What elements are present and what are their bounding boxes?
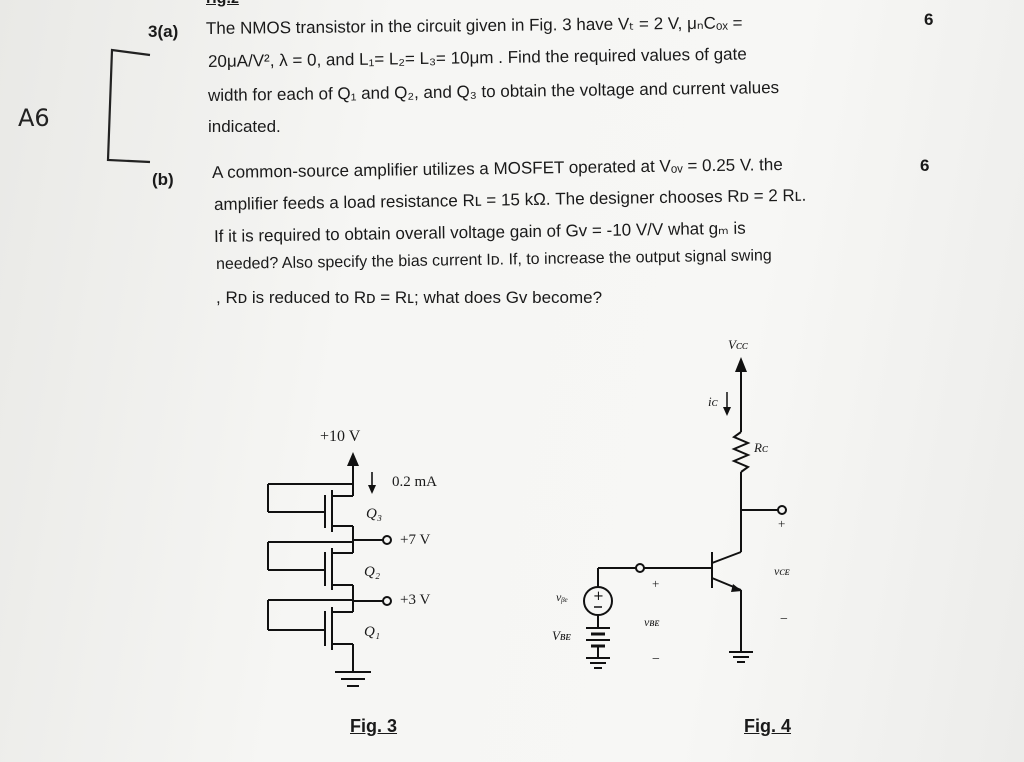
question-3a-label: 3(a)	[148, 22, 179, 41]
q3b-line-5: , Rᴅ is reduced to Rᴅ = Rʟ; what does Gv…	[216, 288, 603, 307]
header-fragment: rig.z	[206, 0, 239, 8]
fig4-out-plus: +	[778, 516, 786, 531]
fig4-circuit	[583, 357, 787, 669]
fig4-ic-label: iᴄ	[708, 394, 718, 409]
fig3-caption: Fig. 3	[350, 716, 398, 736]
question-3b-label: (b)	[152, 170, 174, 189]
fig4-vce-label: vᴄᴇ	[774, 564, 790, 578]
handwritten-bracket	[106, 48, 151, 164]
fig3-q3-label: Q₃	[366, 506, 383, 522]
fig4-vbe-signal-label: vᵦₑ	[556, 590, 568, 604]
q3b-marks: 6	[920, 156, 930, 175]
fig3-q2-label: Q₂	[364, 564, 381, 580]
fig3-circuit	[267, 452, 392, 687]
fig3-q1-label: Q₁	[364, 624, 381, 640]
fig4-vbe-dc-label: Vʙᴇ	[552, 628, 571, 643]
fig4-caption: Fig. 4	[744, 716, 792, 736]
fig4-rc-label: Rᴄ	[754, 440, 768, 455]
fig4-out-minus: −	[780, 612, 788, 627]
handwritten-note: A6	[18, 104, 50, 132]
q3a-line-4: indicated.	[208, 117, 281, 136]
fig4-vbe-label: vʙᴇ	[644, 615, 660, 629]
fig4-vcc-label: Vᴄᴄ	[728, 337, 748, 352]
fig3-current-label: 0.2 mA	[392, 474, 437, 490]
fig3-node-bottom-label: +3 V	[400, 592, 431, 608]
source-plus-sign: +	[593, 589, 604, 604]
q3a-marks: 6	[924, 10, 934, 29]
fig3-node-top-label: +7 V	[400, 532, 431, 548]
fig3-supply-label: +10 V	[320, 428, 361, 445]
fig4-base-minus: −	[652, 652, 660, 667]
fig4-base-plus: +	[652, 576, 660, 591]
